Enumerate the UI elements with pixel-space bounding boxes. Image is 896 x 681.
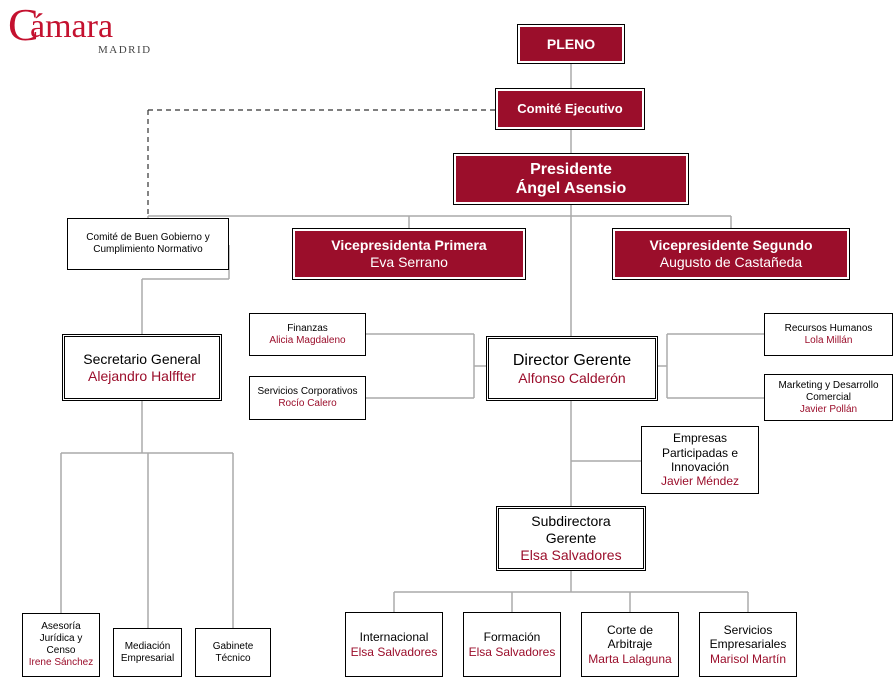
secretario-general-role: Secretario General <box>83 350 201 367</box>
subdirectora-gerente-name: Elsa Salvadores <box>520 546 622 563</box>
corte-arbitraje-line1: Corte de <box>606 622 654 637</box>
node-servicios-empresariales: Servicios Empresariales Marisol Martín <box>699 612 797 677</box>
node-empresas-participadas: Empresas Participadas e Innovación Javie… <box>641 426 759 494</box>
recursos-humanos-name: Lola Millán <box>804 334 853 346</box>
node-finanzas: Finanzas Alicia Magdaleno <box>249 313 366 356</box>
formacion-name: Elsa Salvadores <box>468 644 556 659</box>
gabinete-line2: Técnico <box>215 652 251 664</box>
asesoria-line1: Asesoría <box>41 621 81 632</box>
corte-arbitraje-name: Marta Lalaguna <box>588 651 672 666</box>
node-secretario-general: Secretario General Alejandro Halffter <box>62 334 222 401</box>
mediacion-line2: Empresarial <box>120 652 175 664</box>
vicepresidente-segundo-name: Augusto de Castañeda <box>659 254 803 270</box>
servicios-corporativos-name: Rocío Calero <box>278 398 337 409</box>
node-presidente: Presidente Ángel Asensio <box>453 153 689 205</box>
logo-subtitle: MADRID <box>98 44 152 56</box>
node-vicepresidenta-primera: Vicepresidenta Primera Eva Serrano <box>292 228 526 280</box>
node-comite-ejecutivo: Comité Ejecutivo <box>495 88 645 130</box>
asesoria-line3: Censo <box>46 645 76 656</box>
internacional-role: Internacional <box>359 630 429 645</box>
node-mediacion-empresarial: Mediación Empresarial <box>113 628 182 677</box>
asesoria-line2: Jurídica y <box>39 633 83 644</box>
comite-ejecutivo-label: Comité Ejecutivo <box>517 101 623 117</box>
node-internacional: Internacional Elsa Salvadores <box>345 612 443 677</box>
servicios-empresariales-name: Marisol Martín <box>709 651 786 666</box>
node-pleno: PLENO <box>517 24 625 64</box>
node-subdirectora-gerente: Subdirectora Gerente Elsa Salvadores <box>496 506 646 571</box>
marketing-line2: Comercial <box>805 391 851 403</box>
presidente-name: Ángel Asensio <box>515 180 627 197</box>
presidente-role: Presidente <box>530 160 612 178</box>
finanzas-name: Alicia Magdaleno <box>269 334 346 346</box>
marketing-name: Javier Pollán <box>799 403 858 415</box>
node-corte-arbitraje: Corte de Arbitraje Marta Lalaguna <box>581 612 679 677</box>
subdirectora-gerente-line2: Gerente <box>545 530 597 547</box>
node-comite-buen-gobierno: Comité de Buen Gobierno y Cumplimiento N… <box>67 218 229 270</box>
node-marketing: Marketing y Desarrollo Comercial Javier … <box>764 374 893 421</box>
asesoria-name: Irene Sánchez <box>28 657 94 668</box>
pleno-label: PLENO <box>546 35 596 52</box>
empresas-participadas-line3: Innovación <box>670 460 730 474</box>
internacional-name: Elsa Salvadores <box>350 644 438 659</box>
node-vicepresidente-segundo: Vicepresidente Segundo Augusto de Castañ… <box>612 228 850 280</box>
secretario-general-name: Alejandro Halffter <box>88 367 196 384</box>
node-recursos-humanos: Recursos Humanos Lola Millán <box>764 313 893 356</box>
subdirectora-gerente-line1: Subdirectora <box>531 513 611 530</box>
comite-buen-gobierno-line2: Cumplimiento Normativo <box>93 244 203 255</box>
vicepresidenta-primera-name: Eva Serrano <box>370 254 448 270</box>
servicios-empresariales-line2: Empresariales <box>709 637 787 652</box>
empresas-participadas-line1: Empresas <box>672 431 728 446</box>
gabinete-line1: Gabinete <box>212 640 254 652</box>
finanzas-role: Finanzas <box>287 322 328 334</box>
node-director-gerente: Director Gerente Alfonso Calderón <box>486 336 658 401</box>
director-gerente-name: Alfonso Calderón <box>518 369 626 386</box>
logo-wordmark: ámara <box>30 8 114 45</box>
vicepresidente-segundo-role: Vicepresidente Segundo <box>649 237 813 254</box>
recursos-humanos-role: Recursos Humanos <box>784 322 873 334</box>
node-formacion: Formación Elsa Salvadores <box>463 612 561 677</box>
empresas-participadas-name: Javier Méndez <box>660 474 740 489</box>
mediacion-line1: Mediación <box>124 640 171 652</box>
node-asesoria-juridica: Asesoría Jurídica y Censo Irene Sánchez <box>22 613 100 677</box>
camara-madrid-logo: C ámara MADRID <box>8 2 158 58</box>
logo-initial: C <box>8 0 39 50</box>
servicios-empresariales-line1: Servicios <box>723 622 773 637</box>
node-gabinete-tecnico: Gabinete Técnico <box>195 628 271 677</box>
vicepresidenta-primera-role: Vicepresidenta Primera <box>331 237 487 254</box>
comite-buen-gobierno-line1: Comité de Buen Gobierno y <box>86 232 210 243</box>
servicios-corporativos-role: Servicios Corporativos <box>257 386 358 397</box>
empresas-participadas-line2: Participadas e <box>661 445 739 460</box>
marketing-line1: Marketing y Desarrollo <box>778 379 879 391</box>
corte-arbitraje-line2: Arbitraje <box>607 637 653 652</box>
node-servicios-corporativos: Servicios Corporativos Rocío Calero <box>249 376 366 420</box>
director-gerente-role: Director Gerente <box>512 351 632 369</box>
formacion-role: Formación <box>483 630 541 645</box>
